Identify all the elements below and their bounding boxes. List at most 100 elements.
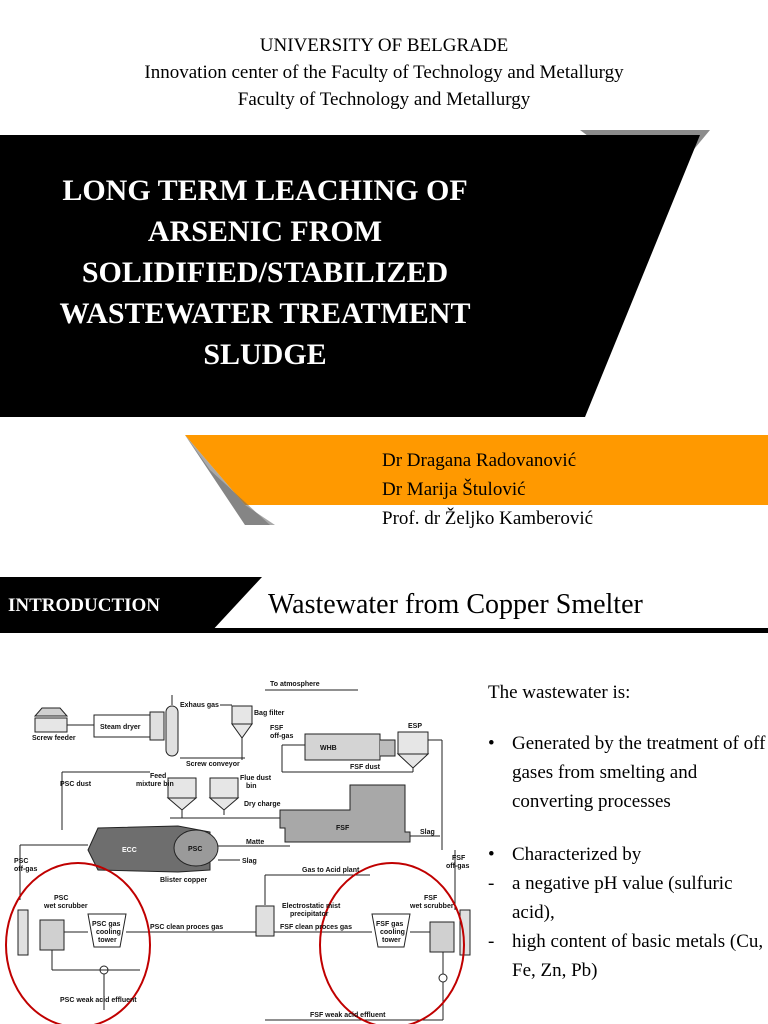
label-psc-tower-1: PSC gas [92,921,121,928]
bag-filter-hopper [231,723,253,739]
label-fsf-clean: FSF clean proces gas [280,924,352,931]
faculty-name: Faculty of Technology and Metallurgy [237,89,531,110]
label-fsf: FSF [336,825,350,832]
bullet-dot-icon: • [488,844,495,865]
institution-header: UNIVERSITY OF BELGRADE Innovation center… [0,32,768,113]
label-fsf-ws-1: FSF [424,895,438,902]
fsf-scrubber-column [459,909,471,956]
dash-item: - high content of basic metals (Cu, Fe, … [488,927,768,985]
bullet-item: • Generated by the treatment of off gase… [488,729,768,816]
label-psc-offgas-1: PSC [14,858,28,865]
fsf-furnace-shape [279,784,411,843]
label-emp-1: Electrostatic mist [282,903,341,910]
bullet-dot-icon: • [488,733,495,754]
label-fsf-offgas-2: off-gas [270,733,293,740]
label-psc-tower-3: tower [98,937,117,944]
dash-icon: - [488,931,495,952]
label-to-atmosphere: To atmosphere [270,681,320,688]
label-fsf-tower-1: FSF gas [376,921,403,928]
screw-feeder-hopper [33,707,69,717]
author-list: Dr Dragana Radovanović Dr Marija Štulovi… [382,446,593,533]
psc-cooling-tower-shape [87,913,127,948]
university-name: UNIVERSITY OF BELGRADE [259,35,509,56]
title-banner-black [0,135,700,417]
label-psc-tower-2: cooling [96,929,121,936]
label-psc: PSC [188,846,202,853]
wastewater-description: The wastewater is: • Generated by the tr… [488,678,768,985]
esp-shape [397,731,429,755]
innovation-center: Innovation center of the Faculty of Tech… [144,62,624,83]
bullet-text-characterized: Characterized by [512,844,642,865]
dash-item: - a negative pH value (sulfuric acid), [488,869,768,927]
section-title: Wastewater from Copper Smelter [268,589,643,620]
label-flue-dust-1: Flue dust [240,775,272,782]
label-ecc: ECC [122,847,137,854]
label-fsf-tower-2: cooling [380,929,405,936]
label-gas-acid: Gas to Acid plant [302,867,360,874]
flue-dust-bin-shape [209,777,239,799]
label-fsf-offgas-r1: FSF [452,855,466,862]
author-2: Dr Marija Štulović [382,479,526,500]
dash-text-ph: a negative pH value (sulfuric acid), [512,873,733,923]
label-flue-dust-2: bin [246,783,257,790]
dash-icon: - [488,873,495,894]
label-steam-dryer: Steam dryer [100,724,141,731]
psc-highlight-circle [5,862,151,1024]
label-emp-2: precipitator [290,911,329,918]
flue-dust-hopper [208,797,240,811]
psc-tank [39,919,65,951]
author-1: Dr Dragana Radovanović [382,450,577,471]
presentation-title: LONG TERM LEACHING OF ARSENIC FROM SOLID… [59,174,471,371]
label-esp: ESP [408,723,422,730]
label-fsf-offgas-r2: off-gas [446,863,469,870]
label-exhaus-gas: Exhaus gas [180,702,219,709]
label-screw-conveyor: Screw conveyor [186,761,240,768]
title-banner [0,130,710,417]
authors-banner [185,435,768,525]
author-3: Prof. dr Željko Kamberović [382,508,594,529]
electrostatic-precipitator-shape [255,905,275,937]
dryer-flange [149,711,165,741]
whb-outlet [380,739,396,757]
label-feed-bin-2: mixture bin [136,781,174,788]
description-lead: The wastewater is: [488,682,631,703]
label-bag-filter: Bag filter [254,710,285,717]
cyclone-shape [165,705,179,757]
psc-converter-shape [173,829,219,867]
label-fsf-weak: FSF weak acid effluent [310,1012,386,1019]
label-fsf-dust: FSF dust [350,764,381,771]
label-fsf-tower-3: tower [382,937,401,944]
label-psc-ws-2: wet scrubber [43,903,88,910]
label-psc-clean: PSC clean proces gas [150,924,223,931]
process-flow-diagram: To atmosphere Exhaus gas Bag filter ESP … [5,681,471,1024]
label-fsf-ws-2: wet scrubber [409,903,454,910]
label-matte: Matte [246,839,264,846]
section-bar [0,577,768,633]
label-fsf-offgas-1: FSF [270,725,284,732]
psc-scrubber-column [17,909,29,956]
label-psc-weak: PSC weak acid effluent [60,997,137,1004]
section-underline [200,628,768,633]
fsf-cooling-tower-shape [371,913,411,948]
label-psc-ws-1: PSC [54,895,68,902]
label-psc-offgas-2: off-gas [14,866,37,873]
feed-bin-hopper [166,797,198,811]
screw-feeder-shape [34,717,68,733]
section-label-background [0,577,262,633]
label-psc-dust: PSC dust [60,781,92,788]
label-slag-1: Slag [420,829,435,836]
bullet-item: • Characterized by [488,840,768,869]
label-blister-copper: Blister copper [160,877,207,884]
label-screw-feeder: Screw feeder [32,735,76,742]
authors-banner-orange [185,435,768,505]
bullet-text-generated: Generated by the treatment of off gases … [512,733,766,812]
whb-shape [304,733,381,761]
label-slag-2: Slag [242,858,257,865]
fsf-pump [438,973,448,983]
bag-filter-shape [231,705,253,725]
fsf-tank [429,921,455,953]
esp-hopper [396,753,430,769]
label-dry-charge: Dry charge [244,801,281,808]
label-whb: WHB [320,745,337,752]
fsf-highlight-circle [319,862,465,1024]
